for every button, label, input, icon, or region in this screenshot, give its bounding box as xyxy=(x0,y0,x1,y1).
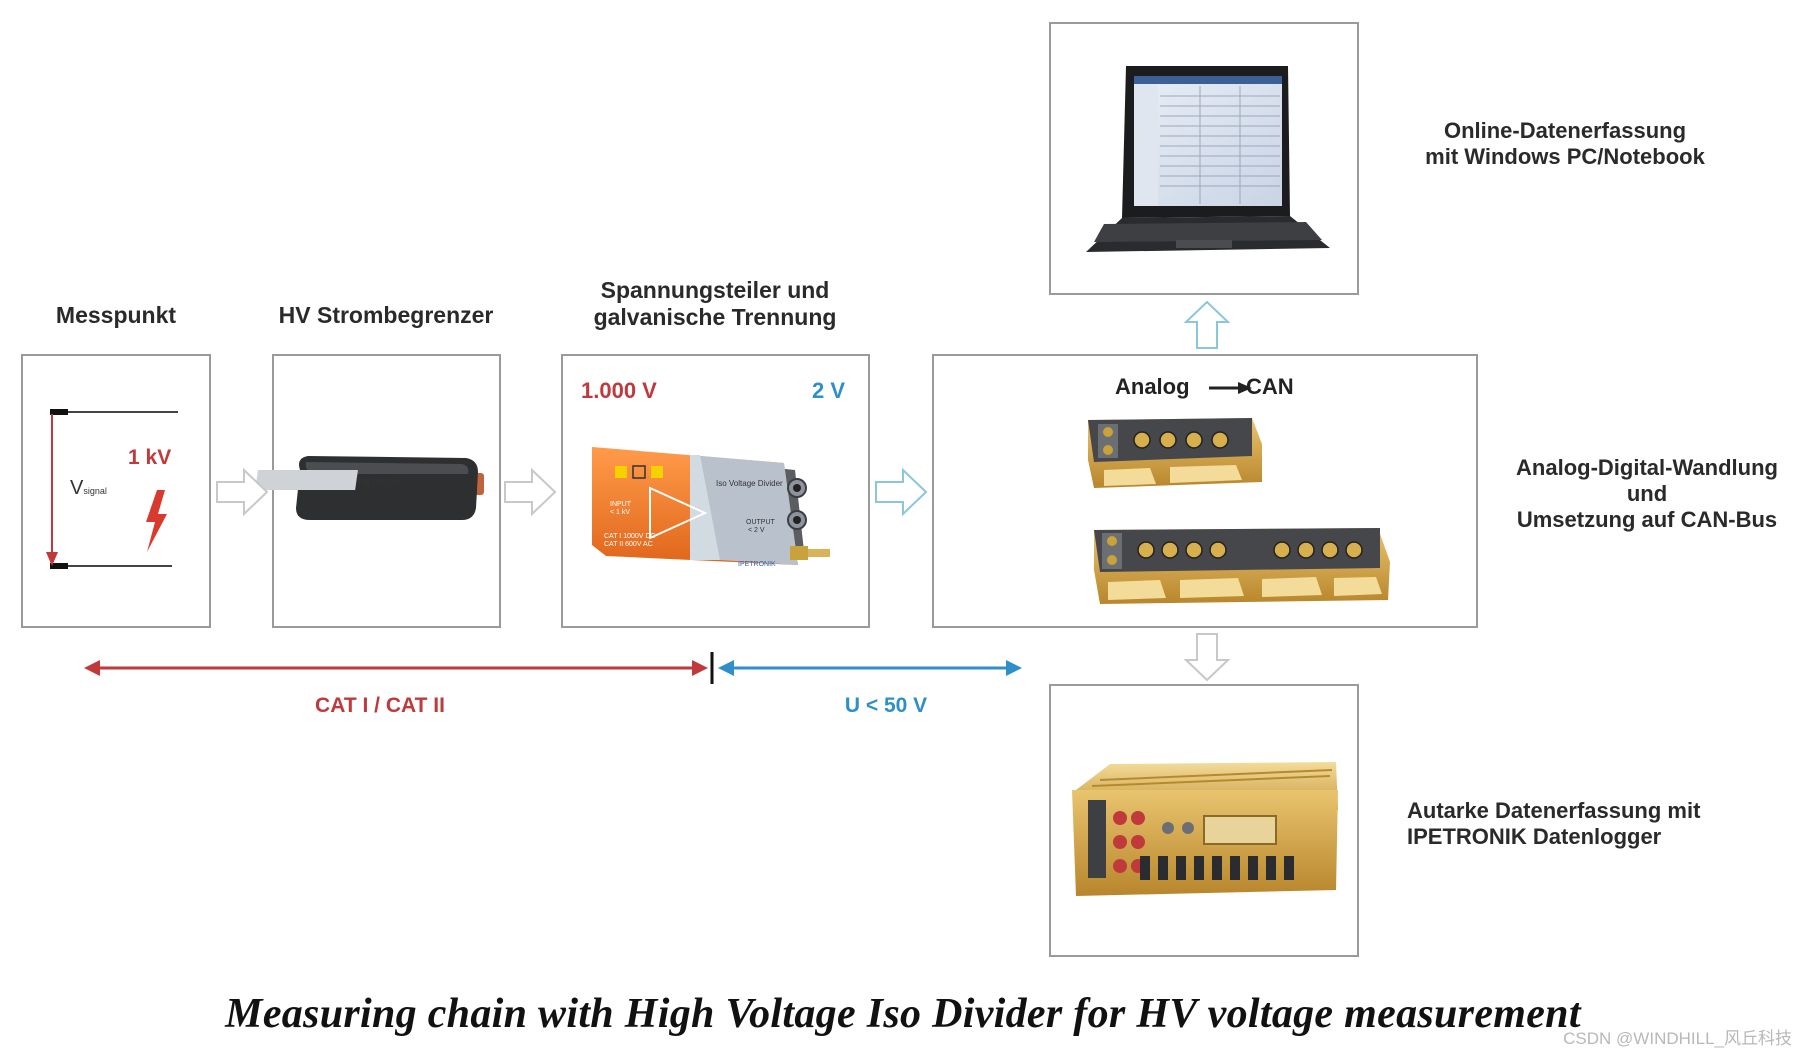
svg-text:IPETRONIK: IPETRONIK xyxy=(356,477,405,487)
divider-output-text: OUTPUT xyxy=(746,519,776,526)
flow-arrow-2 xyxy=(504,467,557,517)
pc-label: Online-Datenerfassung mit Windows PC/Not… xyxy=(1400,118,1730,170)
adc-header-left: Analog xyxy=(1115,374,1190,399)
v-signal-label: Vsignal xyxy=(70,477,107,500)
divider-output-range: < 2 V xyxy=(748,527,765,534)
adc-header-right: CAN xyxy=(1246,374,1294,399)
adc-module-small xyxy=(1088,418,1262,488)
flow-arrow-1 xyxy=(216,467,269,517)
hv-zone-label: CAT I / CAT II xyxy=(315,694,445,717)
datalogger-image xyxy=(1072,762,1338,896)
lv-zone-label: U < 50 V xyxy=(844,694,928,717)
current-limiter-image: IPETRONIK xyxy=(255,456,484,520)
hv-zone-arrow xyxy=(84,660,708,676)
pc-label-line1: Online-Datenerfassung xyxy=(1443,118,1687,143)
teiler-title-line1: Spannungsteiler und xyxy=(600,277,830,303)
lightning-icon xyxy=(146,490,167,552)
teiler-title-line2: galvanische Trennung xyxy=(593,304,837,330)
adc-label: Analog-Digital-Wandlung und Umsetzung au… xyxy=(1494,455,1800,533)
flow-arrow-down xyxy=(1183,633,1231,682)
laptop-image xyxy=(1086,66,1330,252)
messpunkt-voltage: 1 kV xyxy=(128,446,172,469)
divider-input-text: INPUT xyxy=(610,501,632,508)
adc-label-line1: Analog-Digital-Wandlung xyxy=(1516,455,1778,480)
teiler-in-voltage: 1.000 V xyxy=(581,378,657,403)
v-signal-sub: signal xyxy=(83,486,107,496)
divider-brand: IPETRONIK xyxy=(738,561,776,568)
adc-label-line2: und xyxy=(1626,481,1668,506)
pc-label-line2: mit Windows PC/Notebook xyxy=(1425,144,1705,169)
watermark: CSDN @WINDHILL_风丘科技 xyxy=(1563,1029,1792,1048)
messpunkt-title: Messpunkt xyxy=(55,302,177,328)
teiler-out-voltage: 2 V xyxy=(812,378,846,403)
divider-device-label: Iso Voltage Divider xyxy=(716,479,783,488)
logger-label: Autarke Datenerfassung mit IPETRONIK Dat… xyxy=(1407,798,1767,850)
adc-label-line3: Umsetzung auf CAN-Bus xyxy=(1516,507,1778,532)
strombegrenzer-title: HV Strombegrenzer xyxy=(278,302,494,328)
analog-can-arrow xyxy=(1209,382,1252,394)
iso-divider-image: INPUT < 1 kV CAT I 1000V DC CAT II 600V … xyxy=(592,447,830,568)
flow-arrow-up xyxy=(1183,300,1231,349)
messpunkt-signal-drawing xyxy=(46,409,178,569)
lv-zone-arrow xyxy=(718,660,1022,676)
flow-arrow-3 xyxy=(875,467,928,517)
divider-input-range: < 1 kV xyxy=(610,509,630,516)
logger-label-line1: Autarke Datenerfassung mit xyxy=(1407,798,1701,823)
divider-cat-line2: CAT II 600V AC xyxy=(604,541,653,548)
logger-label-line2: IPETRONIK Datenlogger xyxy=(1407,824,1662,849)
adc-module-large xyxy=(1094,528,1390,604)
diagram-caption: Measuring chain with High Voltage Iso Di… xyxy=(225,991,1581,1037)
v-signal-main: V xyxy=(70,477,84,499)
teiler-title: Spannungsteiler und galvanische Trennung xyxy=(530,277,900,331)
divider-cat-line1: CAT I 1000V DC xyxy=(604,533,656,540)
